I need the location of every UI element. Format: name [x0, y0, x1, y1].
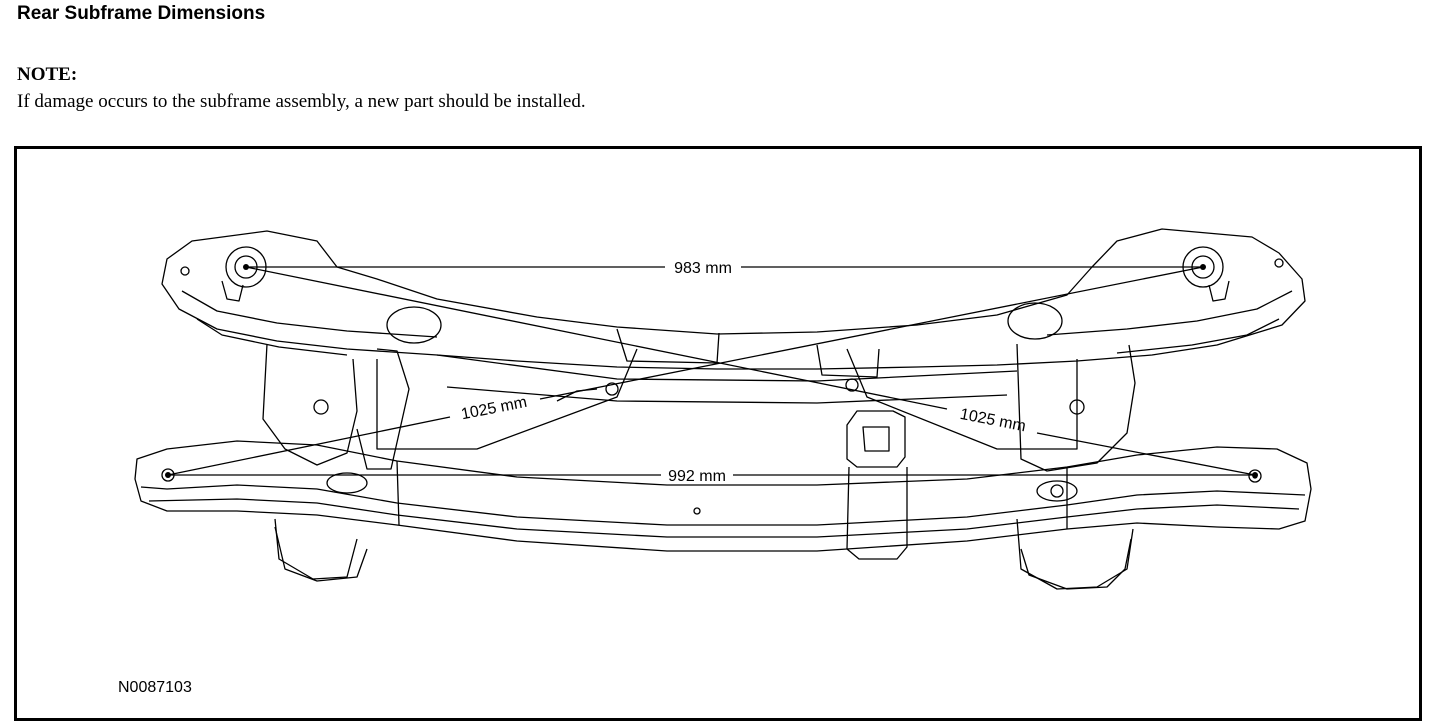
- endpoint-top-left: [243, 264, 249, 270]
- dim-diag-right-label: 1025 mm: [958, 406, 1027, 435]
- dim-diag-left-label: 1025 mm: [460, 394, 529, 423]
- figure-id: N0087103: [118, 679, 192, 696]
- endpoint-bottom-right: [1252, 472, 1258, 478]
- page-title: Rear Subframe Dimensions: [17, 3, 266, 24]
- dimension-endpoints: [165, 264, 1258, 478]
- subframe-drawing: [134, 228, 1312, 590]
- subframe-figure: 983 mm 992 mm 1025 mm 1025 mm N0087103: [14, 146, 1422, 721]
- dim-diag-right-line-upper: [245, 266, 948, 410]
- endpoint-top-right: [1200, 264, 1206, 270]
- dim-top-label: 983 mm: [674, 260, 732, 277]
- note-text: If damage occurs to the subframe assembl…: [17, 91, 586, 112]
- endpoint-bottom-left: [165, 472, 171, 478]
- dim-bottom-label: 992 mm: [668, 468, 726, 485]
- dim-diag-left-line-upper: [539, 266, 1204, 400]
- dimension-lines: [167, 266, 1256, 476]
- dim-diag-left-line-lower: [167, 416, 451, 476]
- subframe-diagram: 983 mm 992 mm 1025 mm 1025 mm: [134, 228, 1312, 590]
- dim-diag-right-line-lower: [1036, 432, 1256, 476]
- note-label: NOTE:: [17, 64, 78, 85]
